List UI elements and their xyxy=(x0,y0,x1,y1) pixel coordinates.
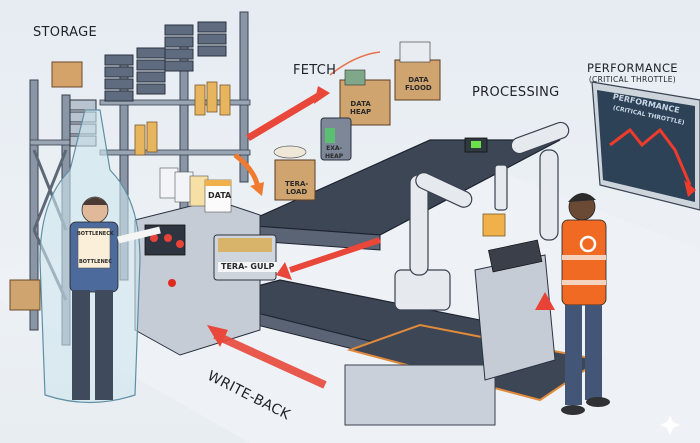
performance-title: PERFORMANCE xyxy=(587,61,678,75)
write-back-arrow xyxy=(207,325,327,389)
drop-arrowhead xyxy=(684,180,696,197)
data-file-label: DATA xyxy=(208,191,232,200)
exa-heap-line1: EXA- xyxy=(326,145,343,152)
return-arrow xyxy=(276,237,381,280)
fetch-label: FETCH xyxy=(293,63,337,78)
stressed-worker xyxy=(69,196,161,400)
performance-subtitle: (CRITICAL THROTTLE) xyxy=(588,75,677,84)
storage-box xyxy=(51,61,83,88)
robot-arm-left xyxy=(394,172,473,311)
file-box xyxy=(9,279,41,311)
performance-monitor xyxy=(591,81,700,211)
exa-heap-label: EXA- HEAP xyxy=(325,145,343,161)
tera-load-line1: TERA- xyxy=(285,180,309,188)
tera-load-line2: LOAD xyxy=(286,188,308,196)
data-heap-line2: HEAP xyxy=(350,108,372,116)
top-conveyor xyxy=(239,139,561,251)
tera-load-label: TERA- LOAD xyxy=(285,180,308,196)
robot-arm-right xyxy=(494,121,570,241)
fetch-arrow xyxy=(246,51,381,142)
processing-label: PROCESSING xyxy=(472,85,560,100)
performance-drop-line xyxy=(609,127,692,186)
processing-machine-base xyxy=(344,364,496,426)
data-flood-line2: FLOOD xyxy=(405,84,432,92)
green-chip-top xyxy=(464,137,488,153)
bottleneck-sign-bottom: BOTTLENEC xyxy=(79,259,112,265)
data-heap-line1: DATA xyxy=(350,100,371,108)
data-flood-label: DATA FLOOD xyxy=(405,76,432,92)
sparkle-icon xyxy=(660,415,680,435)
data-cards xyxy=(159,167,232,213)
data-heap-label: DATA HEAP xyxy=(350,100,371,116)
data-flood-box xyxy=(394,41,441,101)
folder-in-gripper xyxy=(482,213,506,237)
exa-heap-can xyxy=(320,117,352,161)
tera-gulp-bin xyxy=(213,234,277,281)
bottleneck-sign-top: BOTTLENECK xyxy=(77,231,114,237)
data-heap-box xyxy=(339,69,391,126)
bottom-conveyor xyxy=(202,279,603,402)
processing-console xyxy=(474,239,556,381)
performance-label: PERFORMANCE (CRITICAL THROTTLE) xyxy=(587,62,678,86)
tera-load-box xyxy=(273,145,316,201)
data-flood-line1: DATA xyxy=(408,76,429,84)
storage-label: STORAGE xyxy=(33,25,97,40)
operator-worker xyxy=(561,192,610,415)
storage-to-console-arrow xyxy=(233,153,264,196)
folders xyxy=(134,81,231,156)
exa-heap-line2: HEAP xyxy=(325,153,344,160)
tera-gulp-label: TERA- GULP xyxy=(218,262,278,272)
